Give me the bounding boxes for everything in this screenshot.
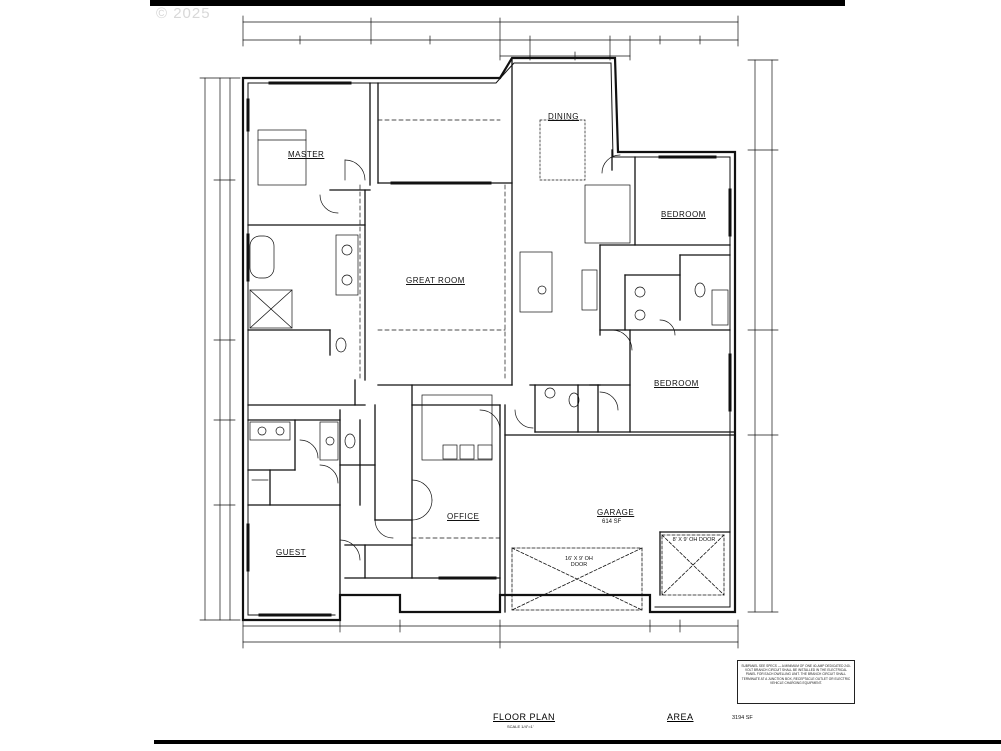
room-label-office: OFFICE: [447, 512, 480, 521]
left-dimensions: [199, 77, 241, 621]
garage-area-label: 614 SF: [602, 519, 622, 525]
garage-door-1: [511, 547, 643, 611]
room-label-bedroom-1: BEDROOM: [661, 210, 706, 219]
room-label-guest: GUEST: [276, 548, 307, 557]
room-label-garage: GARAGE: [597, 508, 635, 517]
bottom-border-bar: [154, 740, 1001, 744]
floor-plan-title: FLOOR PLAN: [493, 712, 556, 722]
exterior-walls: [241, 56, 737, 622]
floor-plan-scale: SCALE 1/4"=1': [507, 724, 534, 729]
beam-lines: [359, 119, 506, 539]
top-border-bar: [150, 0, 845, 6]
right-dimensions: [747, 59, 779, 613]
interior-walls: [247, 57, 736, 613]
electrical-notes-box: SUBPANEL SEE SPECS — A MINIMUM OF ONE 40…: [737, 660, 855, 704]
garage-door-2: [661, 534, 725, 596]
room-label-dining: DINING: [548, 112, 579, 121]
room-label-master: MASTER: [288, 150, 325, 159]
copyright-watermark: © 2025: [156, 5, 211, 22]
room-label-great-room: GREAT ROOM: [406, 276, 465, 285]
garage-door-1-label: 16' X 9' OH DOOR: [565, 556, 593, 568]
bottom-dimensions: [242, 619, 739, 649]
fixtures: [246, 81, 732, 617]
garage-door-2-label: 8' X 9' OH DOOR: [672, 537, 716, 543]
room-label-bedroom-2: BEDROOM: [654, 379, 699, 388]
area-value: 3194 SF: [732, 715, 753, 721]
exterior-walls-inner: [247, 62, 731, 616]
door-swings: [299, 154, 676, 561]
area-title: AREA: [667, 712, 694, 722]
top-dimensions: [242, 15, 739, 61]
